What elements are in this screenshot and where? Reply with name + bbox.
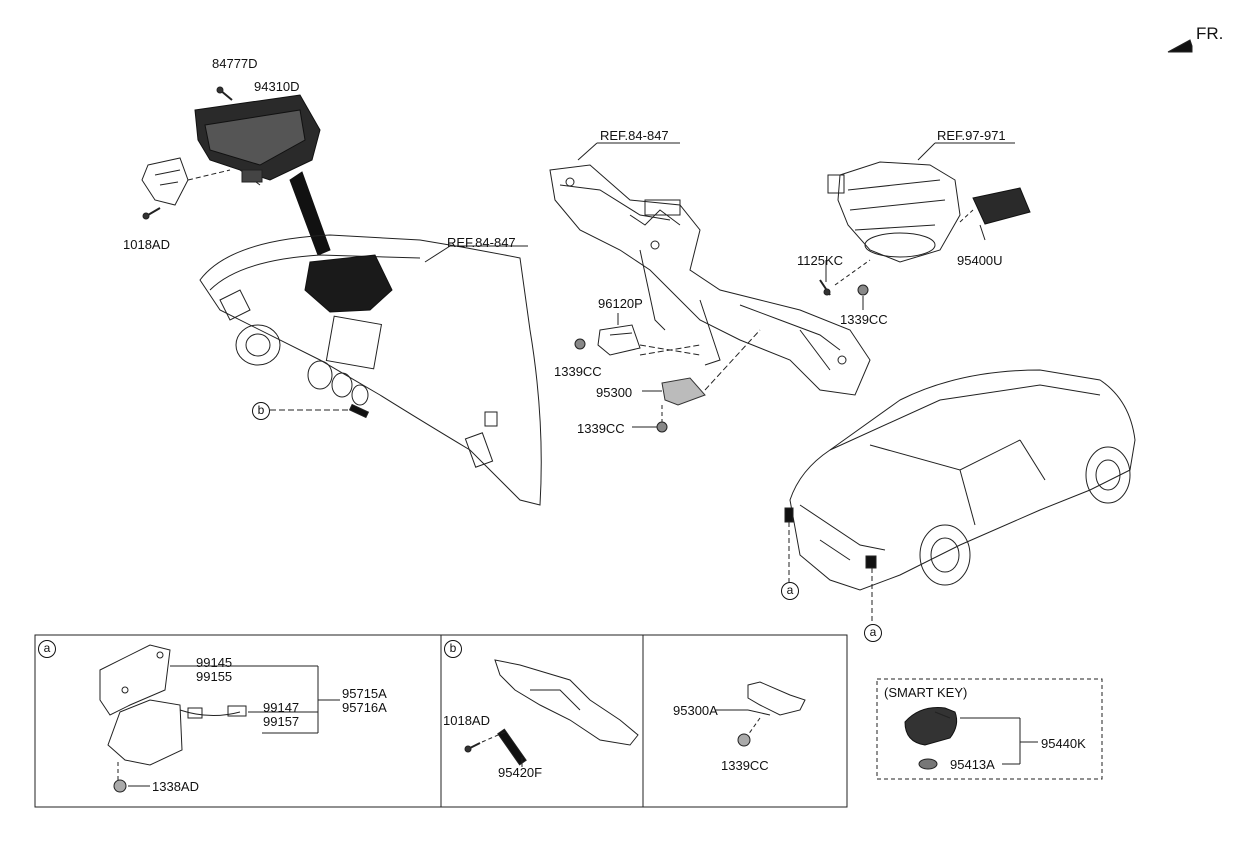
part-label-99157[interactable]: 99157 <box>263 714 300 729</box>
smart-key-box <box>876 678 1103 780</box>
dash-lower-bracket-b <box>494 659 639 746</box>
callout-a-left[interactable]: a <box>781 582 799 600</box>
hvac-unit <box>827 161 961 263</box>
callout-b[interactable]: b <box>252 402 270 420</box>
front-direction-arrow <box>1167 39 1193 53</box>
vehicle-rear-view <box>784 369 1136 591</box>
module-94310D <box>194 94 321 186</box>
part-label-1125KC[interactable]: 1125KC <box>797 253 844 268</box>
part-label-96120P[interactable]: 96120P <box>598 296 643 311</box>
part-label-1018AD-b[interactable]: 1018AD <box>443 713 490 728</box>
part-label-95716A[interactable]: 95716A <box>342 700 387 715</box>
detail-box-c <box>642 634 848 808</box>
part-label-99145[interactable]: 99145 <box>196 655 233 670</box>
part-label-95300A[interactable]: 95300A <box>673 703 718 718</box>
part-label-95300[interactable]: 95300 <box>596 385 633 400</box>
module-95400U <box>972 187 1031 225</box>
part-label-84777D[interactable]: 84777D <box>212 56 258 71</box>
key-battery <box>918 758 938 770</box>
location-pointer <box>289 171 331 256</box>
part-label-1018AD[interactable]: 1018AD <box>123 237 170 252</box>
bracket-94310D <box>141 157 189 206</box>
detail-box-a <box>34 634 442 808</box>
part-label-95420F[interactable]: 95420F <box>498 765 543 780</box>
detail-a-tag: a <box>38 640 56 658</box>
smart-key-fob <box>904 707 958 746</box>
front-direction-label: FR. <box>1196 24 1224 43</box>
bracket-96120P <box>597 324 641 356</box>
part-label-1339CC-mid[interactable]: 1339CC <box>577 421 625 436</box>
smart-key-title: (SMART KEY) <box>884 685 968 700</box>
part-label-94310D[interactable]: 94310D <box>254 79 300 94</box>
part-label-1339CC-right[interactable]: 1339CC <box>840 312 888 327</box>
dashboard-assembly <box>199 234 542 506</box>
part-label-95413A[interactable]: 95413A <box>950 757 995 772</box>
ref-label-hvac[interactable]: REF.97-971 <box>937 128 1006 143</box>
part-label-99155[interactable]: 99155 <box>196 669 233 684</box>
part-label-95400U[interactable]: 95400U <box>957 253 1003 268</box>
part-label-1339CC-left[interactable]: 1339CC <box>554 364 602 379</box>
sensor-bracket-a <box>99 644 247 766</box>
part-label-95715A[interactable]: 95715A <box>342 686 387 701</box>
crossmember-frame <box>549 164 871 396</box>
part-label-95440K[interactable]: 95440K <box>1041 736 1086 751</box>
ref-label-frame[interactable]: REF.84-847 <box>600 128 669 143</box>
callout-a-right[interactable]: a <box>864 624 882 642</box>
part-label-1339CC-c[interactable]: 1339CC <box>721 758 769 773</box>
module-95300 <box>661 377 706 406</box>
module-95300A <box>747 681 806 716</box>
part-label-1338AD[interactable]: 1338AD <box>152 779 199 794</box>
part-label-99147[interactable]: 99147 <box>263 700 300 715</box>
ref-label-dash[interactable]: REF.84-847 <box>447 235 516 250</box>
detail-b-tag: b <box>444 640 462 658</box>
